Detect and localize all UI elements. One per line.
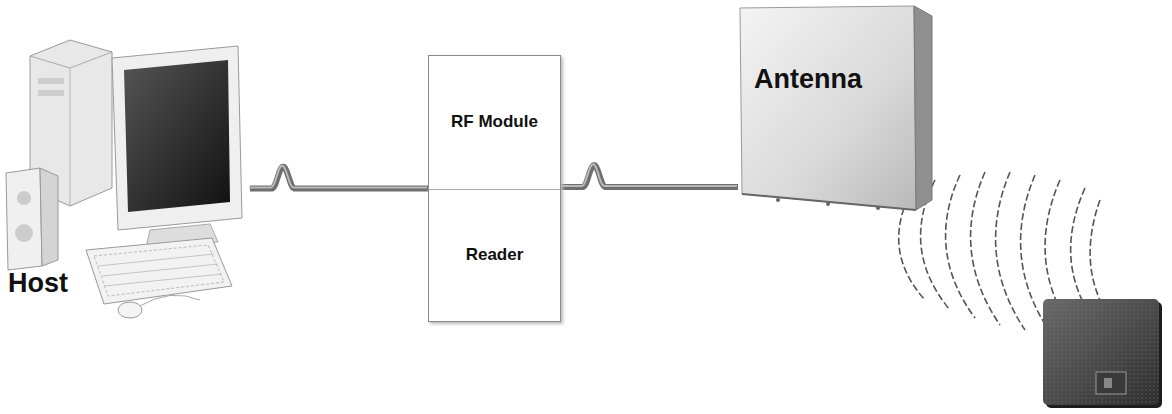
module-label: RF Module xyxy=(429,56,560,189)
reader-box: RF ModuleReader xyxy=(428,55,561,322)
node-label: Antenna xyxy=(754,64,862,95)
wave-shadow xyxy=(561,165,738,187)
antenna-illustration xyxy=(738,4,934,216)
antenna-panel: Antenna xyxy=(738,4,934,216)
reader-label: Reader xyxy=(429,189,560,322)
host-computer: Host xyxy=(0,38,252,328)
rfid-tag xyxy=(1043,299,1162,408)
wave-connector xyxy=(249,166,428,189)
node-label: Host xyxy=(8,268,68,299)
wave-connector xyxy=(560,164,738,187)
wave-shadow xyxy=(250,167,428,189)
wave-highlight xyxy=(249,166,427,188)
wave-highlight xyxy=(560,164,737,186)
